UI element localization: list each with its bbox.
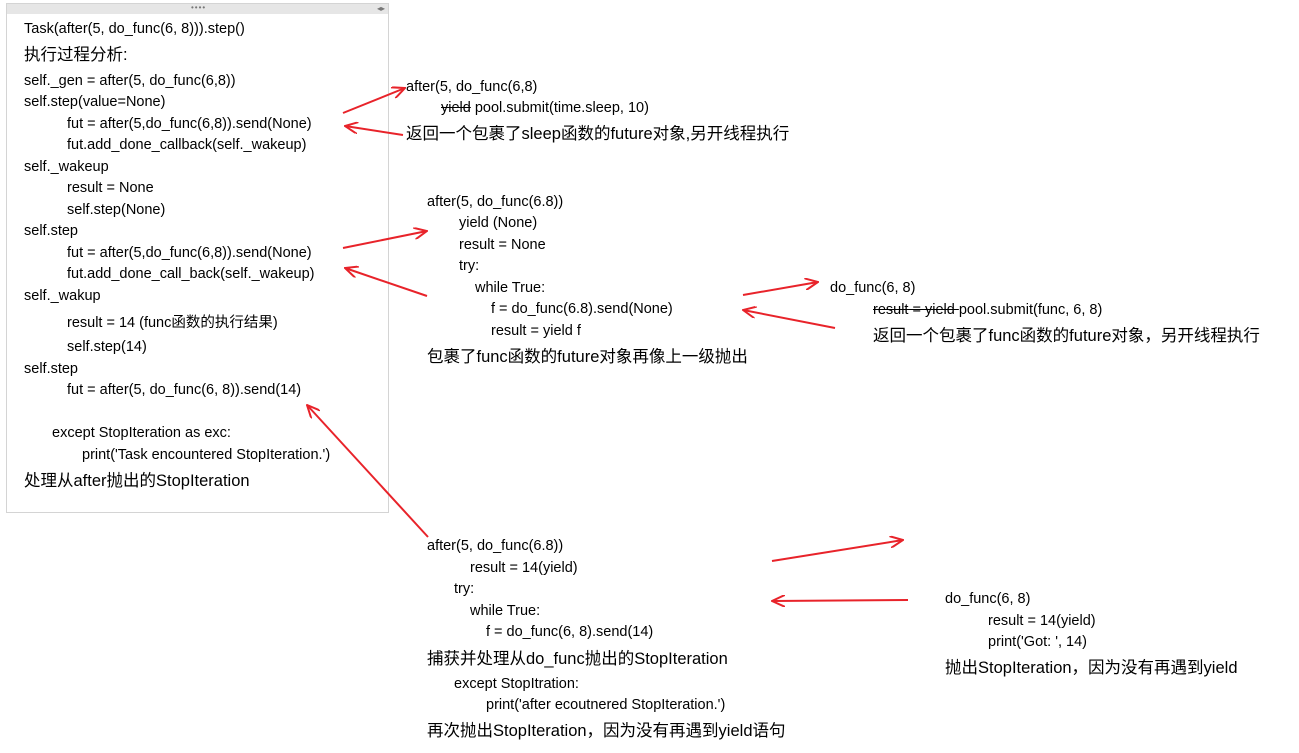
- code-line: result = yield f: [491, 323, 581, 339]
- code-line: try:: [459, 258, 480, 274]
- code-line: Task(after(5, do_func(6, 8))).step(): [24, 21, 245, 37]
- code-line: self.step: [24, 223, 78, 239]
- arrow: [771, 540, 903, 562]
- code-line: while True:: [470, 603, 541, 619]
- note-line: 返回一个包裹了func函数的future对象，另开线程执行: [873, 327, 1260, 345]
- arrow: [772, 600, 909, 601]
- arrow: [307, 405, 429, 538]
- note-line: 捕获并处理从do_func抛出的StopIteration: [427, 650, 728, 668]
- code-line: print('Task encountered StopIteration.'): [82, 447, 331, 463]
- arrow: [345, 268, 428, 297]
- code-line: while True:: [475, 280, 546, 296]
- code-note-container: •••• ◂▸: [6, 3, 389, 513]
- container-drag-bar[interactable]: •••• ◂▸: [7, 4, 388, 14]
- code-line: result = None: [459, 237, 546, 253]
- code-text: pool.submit(func, 6, 8): [958, 302, 1103, 318]
- code-line: result = yield pool.submit(func, 6, 8): [873, 301, 1102, 319]
- arrow: [345, 126, 404, 136]
- note-line: 处理从after抛出的StopIteration: [24, 472, 250, 490]
- code-line: yield (None): [459, 215, 538, 231]
- block-title: after(5, do_func(6.8)): [427, 194, 564, 210]
- code-line: result = None: [67, 180, 154, 196]
- arrow: [342, 231, 427, 249]
- code-line: fut.add_done_callback(self._wakeup): [67, 137, 307, 153]
- code-line: self._gen = after(5, do_func(6,8)): [24, 73, 236, 89]
- code-line: fut = after(5,do_func(6,8)).send(None): [67, 116, 312, 132]
- drag-grip-icon[interactable]: ••••: [191, 3, 207, 12]
- arrow: [342, 88, 405, 114]
- code-line: result = 14(yield): [470, 560, 578, 576]
- code-line: self._wakup: [24, 288, 101, 304]
- code-line: print('Got: ', 14): [988, 634, 1088, 650]
- block-title: after(5, do_func(6.8)): [427, 538, 564, 554]
- code-line: self.step(14): [67, 339, 147, 355]
- code-line: fut = after(5, do_func(6, 8)).send(14): [67, 382, 302, 398]
- code-line: self.step(value=None): [24, 94, 166, 110]
- code-text: pool.submit(time.sleep, 10): [470, 100, 649, 116]
- note-line: 返回一个包裹了sleep函数的future对象,另开线程执行: [406, 125, 790, 143]
- note-line: 再次抛出StopIteration，因为没有再遇到yield语句: [427, 722, 786, 740]
- code-line: f = do_func(6, 8).send(14): [486, 624, 654, 640]
- code-line: self._wakeup: [24, 159, 109, 175]
- note-line: 抛出StopIteration，因为没有再遇到yield: [945, 659, 1238, 677]
- code-line: result = 14(yield): [988, 613, 1096, 629]
- code-line: self.step(None): [67, 202, 166, 218]
- code-line: result = 14 (func函数的执行结果): [67, 315, 278, 331]
- arrow: [742, 282, 818, 296]
- struck-text: yield: [441, 100, 471, 116]
- block-title: do_func(6, 8): [945, 591, 1031, 607]
- code-line: f = do_func(6.8).send(None): [491, 301, 673, 317]
- heading: 执行过程分析:: [24, 46, 128, 64]
- code-line: fut.add_done_call_back(self._wakeup): [67, 266, 315, 282]
- code-line: yield pool.submit(time.sleep, 10): [441, 99, 649, 117]
- code-line: fut = after(5,do_func(6,8)).send(None): [67, 245, 312, 261]
- block-title: do_func(6, 8): [830, 280, 916, 296]
- code-line: print('after ecoutnered StopIteration.'): [486, 697, 726, 713]
- code-line: except StopIteration as exc:: [52, 425, 231, 441]
- note-line: 包裹了func函数的future对象再像上一级抛出: [427, 348, 748, 366]
- code-line: except StopItration:: [454, 676, 579, 692]
- code-line: self.step: [24, 361, 78, 377]
- struck-text: result = yield: [873, 302, 959, 318]
- arrow: [743, 310, 836, 329]
- code-line: try:: [454, 581, 475, 597]
- block-title: after(5, do_func(6,8): [406, 79, 538, 95]
- resize-arrows-icon[interactable]: ◂▸: [376, 4, 385, 13]
